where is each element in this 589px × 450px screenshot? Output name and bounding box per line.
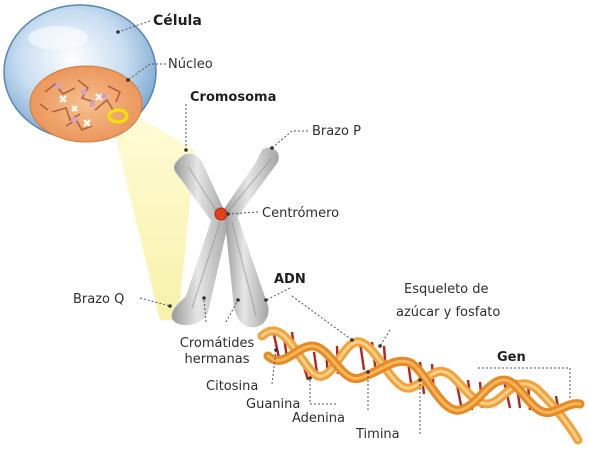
label-adn: ADN bbox=[274, 272, 306, 287]
nucleus bbox=[29, 65, 143, 143]
leader-lines bbox=[117, 20, 571, 434]
label-centromero: Centrómero bbox=[262, 206, 340, 221]
dna-helix bbox=[257, 326, 585, 445]
label-timina: Timina bbox=[356, 427, 400, 442]
label-gen: Gen bbox=[497, 350, 526, 365]
label-brazo-q: Brazo Q bbox=[73, 292, 125, 307]
chromosome bbox=[171, 147, 279, 328]
label-esqueleto-line2: azúcar y fosfato bbox=[396, 305, 501, 320]
label-celula: Célula bbox=[153, 13, 202, 29]
label-brazo-p: Brazo P bbox=[312, 124, 361, 139]
label-adenina: Adenina bbox=[292, 411, 345, 426]
zoom-beam bbox=[112, 110, 195, 320]
label-esqueleto-line1: Esqueleto de bbox=[404, 282, 489, 297]
label-cromosoma: Cromosoma bbox=[190, 90, 277, 105]
label-cromatides-line1: Cromátides bbox=[179, 336, 255, 351]
label-citosina: Citosina bbox=[206, 379, 259, 394]
centromere-dot bbox=[214, 207, 228, 221]
label-cromatides-line2: hermanas bbox=[184, 352, 250, 367]
label-nucleo: Núcleo bbox=[168, 57, 213, 72]
label-guanina: Guanina bbox=[246, 397, 301, 412]
